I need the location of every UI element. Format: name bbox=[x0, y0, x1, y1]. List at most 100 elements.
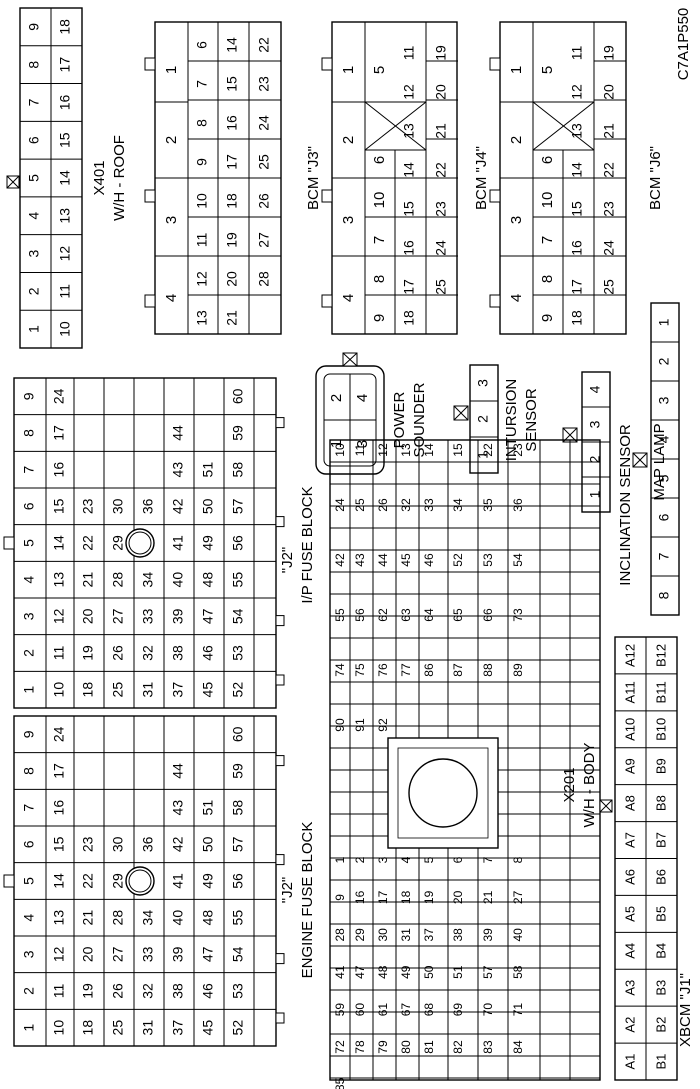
fuse-label: 16 bbox=[353, 890, 367, 904]
pin-label: 40 bbox=[170, 910, 186, 926]
pin-label: B1 bbox=[653, 1054, 668, 1070]
fuse-label: 1 bbox=[333, 856, 347, 863]
pin-label: 6 bbox=[371, 156, 388, 164]
fuse-label: 58 bbox=[511, 965, 525, 979]
pin-label: B2 bbox=[653, 1017, 668, 1033]
pin-label: 2 bbox=[21, 649, 37, 657]
pin-label: A2 bbox=[622, 1017, 637, 1033]
pin-label: 41 bbox=[170, 535, 186, 551]
pin-label: 11 bbox=[51, 984, 67, 999]
pin-label: 22 bbox=[256, 37, 272, 53]
pin-label: 24 bbox=[51, 726, 67, 742]
fuse-label: 71 bbox=[511, 1003, 525, 1017]
engine-fuse-block-label: ENGINE FUSE BLOCK bbox=[299, 822, 316, 979]
pin-label: 12 bbox=[569, 84, 585, 100]
pin-label: 3 bbox=[340, 216, 357, 224]
fuse-label: 54 bbox=[511, 553, 525, 567]
fuse-label: 26 bbox=[376, 498, 390, 512]
pin-label: 31 bbox=[140, 1020, 156, 1036]
fuse-label: 2 bbox=[353, 856, 367, 863]
pin-label: 11 bbox=[569, 46, 585, 61]
ip-fuse-block-label: I/P FUSE BLOCK bbox=[299, 486, 316, 603]
pin-label: 25 bbox=[601, 279, 617, 295]
power-sounder-label-sub: SOUNDER bbox=[411, 382, 428, 457]
pin-label: 7 bbox=[26, 98, 42, 106]
pin-label: 24 bbox=[601, 240, 617, 256]
pin-label: 10 bbox=[51, 1020, 67, 1036]
pin-label: 8 bbox=[21, 429, 37, 437]
pin-label: 25 bbox=[256, 154, 272, 170]
fuse-label: 70 bbox=[481, 1003, 495, 1017]
pin-label: A4 bbox=[622, 943, 637, 959]
pin-label: A10 bbox=[622, 718, 637, 741]
pin-label: 44 bbox=[170, 763, 186, 779]
pin-label: 26 bbox=[110, 983, 126, 999]
pin-label: 21 bbox=[80, 910, 96, 926]
pin-label: 48 bbox=[200, 910, 216, 926]
pin-label: 41 bbox=[170, 873, 186, 889]
pin-label: 11 bbox=[401, 46, 417, 61]
pin-label: 4 bbox=[163, 294, 180, 302]
pin-label: 37 bbox=[170, 682, 186, 698]
pin-label: 10 bbox=[57, 321, 73, 337]
pin-label: 4 bbox=[354, 394, 371, 402]
fuse-label: 20 bbox=[451, 890, 465, 904]
pin-label: 7 bbox=[656, 552, 672, 560]
pin-label: 57 bbox=[230, 498, 246, 514]
fuse-label: 52 bbox=[451, 553, 465, 567]
pin-label: 24 bbox=[433, 240, 449, 256]
pin-label: 25 bbox=[433, 279, 449, 295]
pin-label: 8 bbox=[21, 767, 37, 775]
pin-label: B12 bbox=[653, 644, 668, 667]
fuse-label: 30 bbox=[376, 928, 390, 942]
pin-label: 2 bbox=[340, 136, 357, 144]
pin-label: 9 bbox=[371, 314, 388, 322]
fuse-label: 12 bbox=[376, 443, 390, 457]
fuse-label: 77 bbox=[399, 663, 413, 677]
pin-label: 33 bbox=[140, 608, 156, 624]
pin-label: 18 bbox=[80, 682, 96, 698]
pin-label: 7 bbox=[194, 80, 210, 88]
pin-label: 11 bbox=[57, 284, 73, 299]
fuse-label: 85 bbox=[333, 1077, 347, 1089]
pin-label: 2 bbox=[587, 455, 603, 463]
pin-label: 5 bbox=[539, 66, 556, 74]
fuse-label: 9 bbox=[333, 894, 347, 901]
pin-label: 2 bbox=[328, 394, 345, 402]
fuse-label: 61 bbox=[376, 1003, 390, 1017]
fuse-label: 32 bbox=[399, 498, 413, 512]
fuse-label: 23 bbox=[511, 443, 525, 457]
pin-label: 1 bbox=[508, 66, 525, 74]
pin-label: 18 bbox=[569, 310, 585, 326]
pin-label: 45 bbox=[200, 1020, 216, 1036]
pin-label: 29 bbox=[110, 873, 126, 889]
pin-label: 32 bbox=[140, 983, 156, 999]
pin-label: 18 bbox=[401, 310, 417, 326]
pin-label: 24 bbox=[256, 115, 272, 131]
pin-label: 8 bbox=[194, 119, 210, 127]
x201-label: X201 bbox=[561, 767, 578, 802]
map-lamp-label: MAP LAMP bbox=[651, 423, 668, 500]
pin-label: 18 bbox=[224, 193, 240, 209]
fuse-label: 14 bbox=[422, 443, 436, 457]
pin-label: 16 bbox=[569, 240, 585, 256]
ip-j2-connector: 1234567891011121314151617241819202122232… bbox=[3, 377, 285, 709]
pin-label: 7 bbox=[371, 236, 388, 244]
pin-label: 15 bbox=[57, 132, 73, 148]
pin-label: 1 bbox=[340, 66, 357, 74]
pin-label: 23 bbox=[601, 201, 617, 217]
pin-label: 21 bbox=[601, 123, 617, 139]
pin-label: 1 bbox=[475, 451, 491, 459]
fuse-label: 29 bbox=[353, 928, 367, 942]
pin-label: 11 bbox=[194, 233, 210, 248]
fuse-label: 90 bbox=[333, 718, 347, 732]
bcm-j3-label: BCM "J3" bbox=[305, 146, 322, 210]
pin-label: 14 bbox=[224, 37, 240, 53]
pin-label: 20 bbox=[433, 84, 449, 100]
fuse-label: 36 bbox=[511, 498, 525, 512]
pin-label: 4 bbox=[21, 914, 37, 922]
bcm-j6-label: BCM "J6" bbox=[647, 146, 664, 210]
